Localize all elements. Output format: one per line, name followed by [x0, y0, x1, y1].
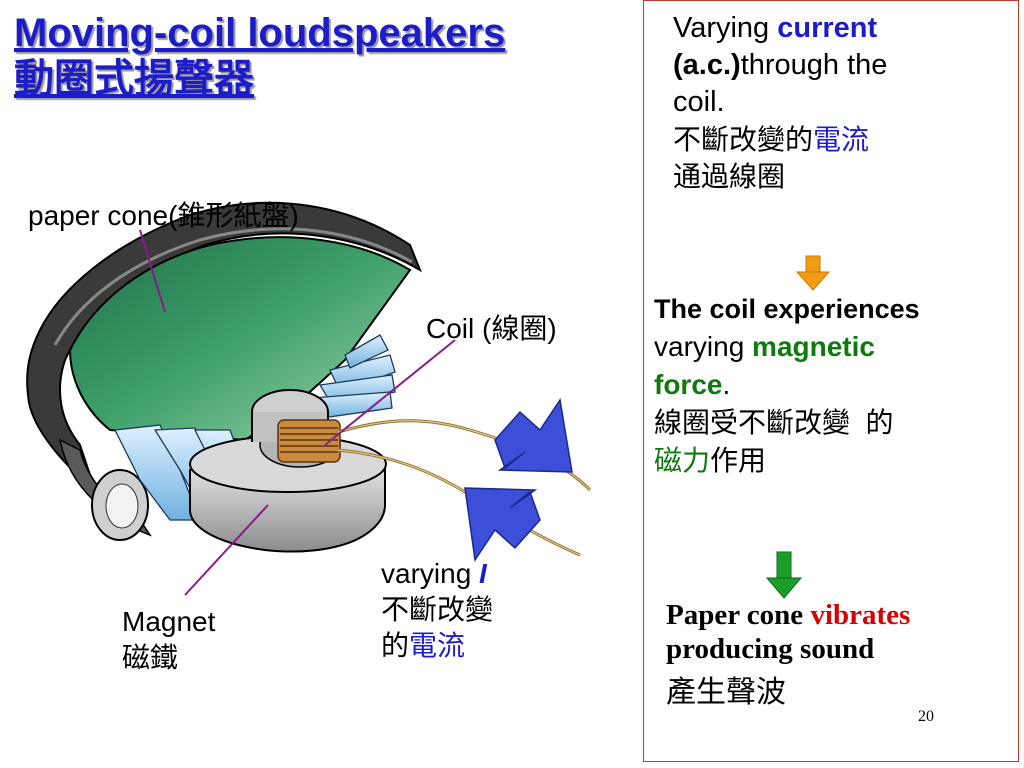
step3-line2: producing sound	[666, 633, 875, 665]
arrow-down-orange	[795, 255, 831, 291]
label-paper-cone-en: paper cone(	[28, 200, 178, 231]
paper-cone-pointer	[139, 229, 166, 313]
paper-cone	[68, 236, 412, 442]
label-paper-cone-zh: 錐形紙盤	[177, 200, 290, 231]
label-paper-cone-close: )	[289, 200, 299, 231]
step3-zh: 產生聲波	[666, 675, 786, 710]
basket-frame	[58, 438, 152, 537]
label-coil-zh: 線圈	[491, 313, 548, 344]
label-coil: Coil (線圈)	[426, 313, 557, 345]
step2-line3-post: .	[722, 369, 731, 400]
step2-line1: The coil experiences	[654, 294, 920, 324]
step1-ac: (a.c.)	[673, 49, 741, 81]
coil-pointer	[324, 339, 456, 446]
step1-zh-line2: 通過線圈	[673, 161, 786, 192]
arrow-down-green	[765, 551, 803, 599]
label-coil-en: Coil (	[426, 313, 492, 344]
step1-text-post2: coil.	[673, 86, 725, 118]
explanation-panel	[643, 0, 1019, 762]
step1-zh-pre: 不斷改變的	[673, 124, 814, 155]
step2-zh-em: 磁力	[654, 445, 711, 476]
label-magnet-en: Magnet	[122, 606, 216, 637]
step3-vibrates: vibrates	[810, 599, 911, 631]
title-english: Moving-coil loudspeakers	[14, 11, 506, 55]
label-current-symbol: I	[479, 558, 487, 589]
voice-coil	[277, 419, 341, 463]
label-varying-zh-2-em: 電流	[409, 630, 466, 661]
step2-zh-line1: 線圈受不斷改變 的	[654, 407, 894, 438]
magnet-pointer	[184, 504, 269, 596]
step2-magnetic: magnetic	[752, 331, 875, 362]
step1-current: current	[777, 12, 878, 44]
step1-zh-em: 電流	[813, 124, 870, 155]
current-arrow-in	[494, 398, 573, 473]
step3-line1-pre: Paper cone	[666, 599, 811, 631]
page-title: Moving-coil loudspeakers 動圈式揚聲器	[14, 10, 505, 102]
step3-text: Paper cone vibrates producing sound 產生聲波	[666, 598, 910, 710]
step2-force: force	[654, 369, 723, 400]
page-number: 20	[918, 708, 934, 725]
label-varying-current: varying I 不斷改變 的電流	[381, 556, 493, 664]
step2-zh-post: 作用	[710, 445, 767, 476]
label-varying-zh-1: 不斷改變	[381, 594, 494, 625]
label-coil-close: )	[547, 313, 557, 344]
step1-text: Varying current (a.c.)through the coil. …	[673, 10, 887, 195]
step1-text-pre: Varying	[673, 12, 778, 44]
current-arrow-out	[464, 487, 541, 563]
step2-text: The coil experiences varying magnetic fo…	[654, 290, 920, 480]
step2-line2-pre: varying	[654, 331, 753, 362]
label-magnet: Magnet 磁鐵	[122, 604, 215, 676]
label-varying-en: varying	[381, 558, 480, 589]
label-paper-cone: paper cone(錐形紙盤)	[28, 200, 299, 232]
step1-text-post: through the	[740, 49, 888, 81]
label-varying-zh-2-pre: 的	[381, 630, 410, 661]
label-magnet-zh: 磁鐵	[122, 642, 179, 673]
speaker-rim	[26, 201, 423, 493]
title-chinese: 動圈式揚聲器	[14, 57, 254, 101]
